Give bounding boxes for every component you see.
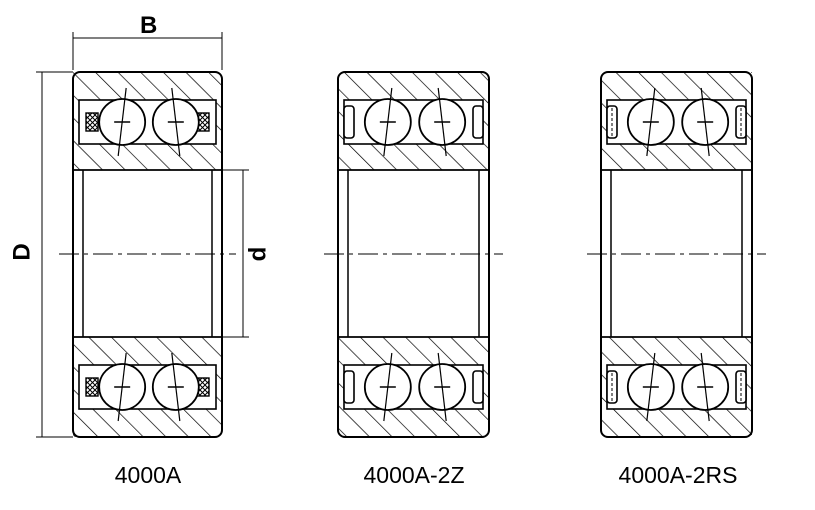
seal (735, 105, 747, 139)
bearing-caption-open: 4000A (114, 462, 182, 488)
shield (472, 370, 484, 404)
contact-line (437, 87, 447, 157)
contact-line (117, 87, 127, 157)
bearing-caption-shielded: 4000A-2Z (363, 462, 465, 488)
bearing-sealed (587, 71, 766, 438)
contact-line (117, 352, 127, 422)
contact-line (700, 352, 710, 422)
bearing-shielded (324, 71, 503, 438)
outer-diameter-label: D (8, 243, 36, 261)
bearing-open (59, 71, 236, 438)
contact-line (171, 87, 181, 157)
contact-line (700, 87, 710, 157)
contact-line (383, 352, 393, 422)
shield (472, 105, 484, 139)
bearing-caption-sealed: 4000A-2RS (618, 462, 738, 488)
width-label: B (140, 12, 158, 39)
contact-line (383, 87, 393, 157)
shield (343, 370, 355, 404)
cage-left (85, 377, 99, 397)
seal (606, 370, 618, 404)
contact-line (646, 352, 656, 422)
contact-line (646, 87, 656, 157)
cage-left (85, 112, 99, 132)
shield (343, 105, 355, 139)
contact-line (437, 352, 447, 422)
seal (735, 370, 747, 404)
bore-diameter-label: d (244, 246, 272, 262)
contact-line (171, 352, 181, 422)
seal (606, 105, 618, 139)
